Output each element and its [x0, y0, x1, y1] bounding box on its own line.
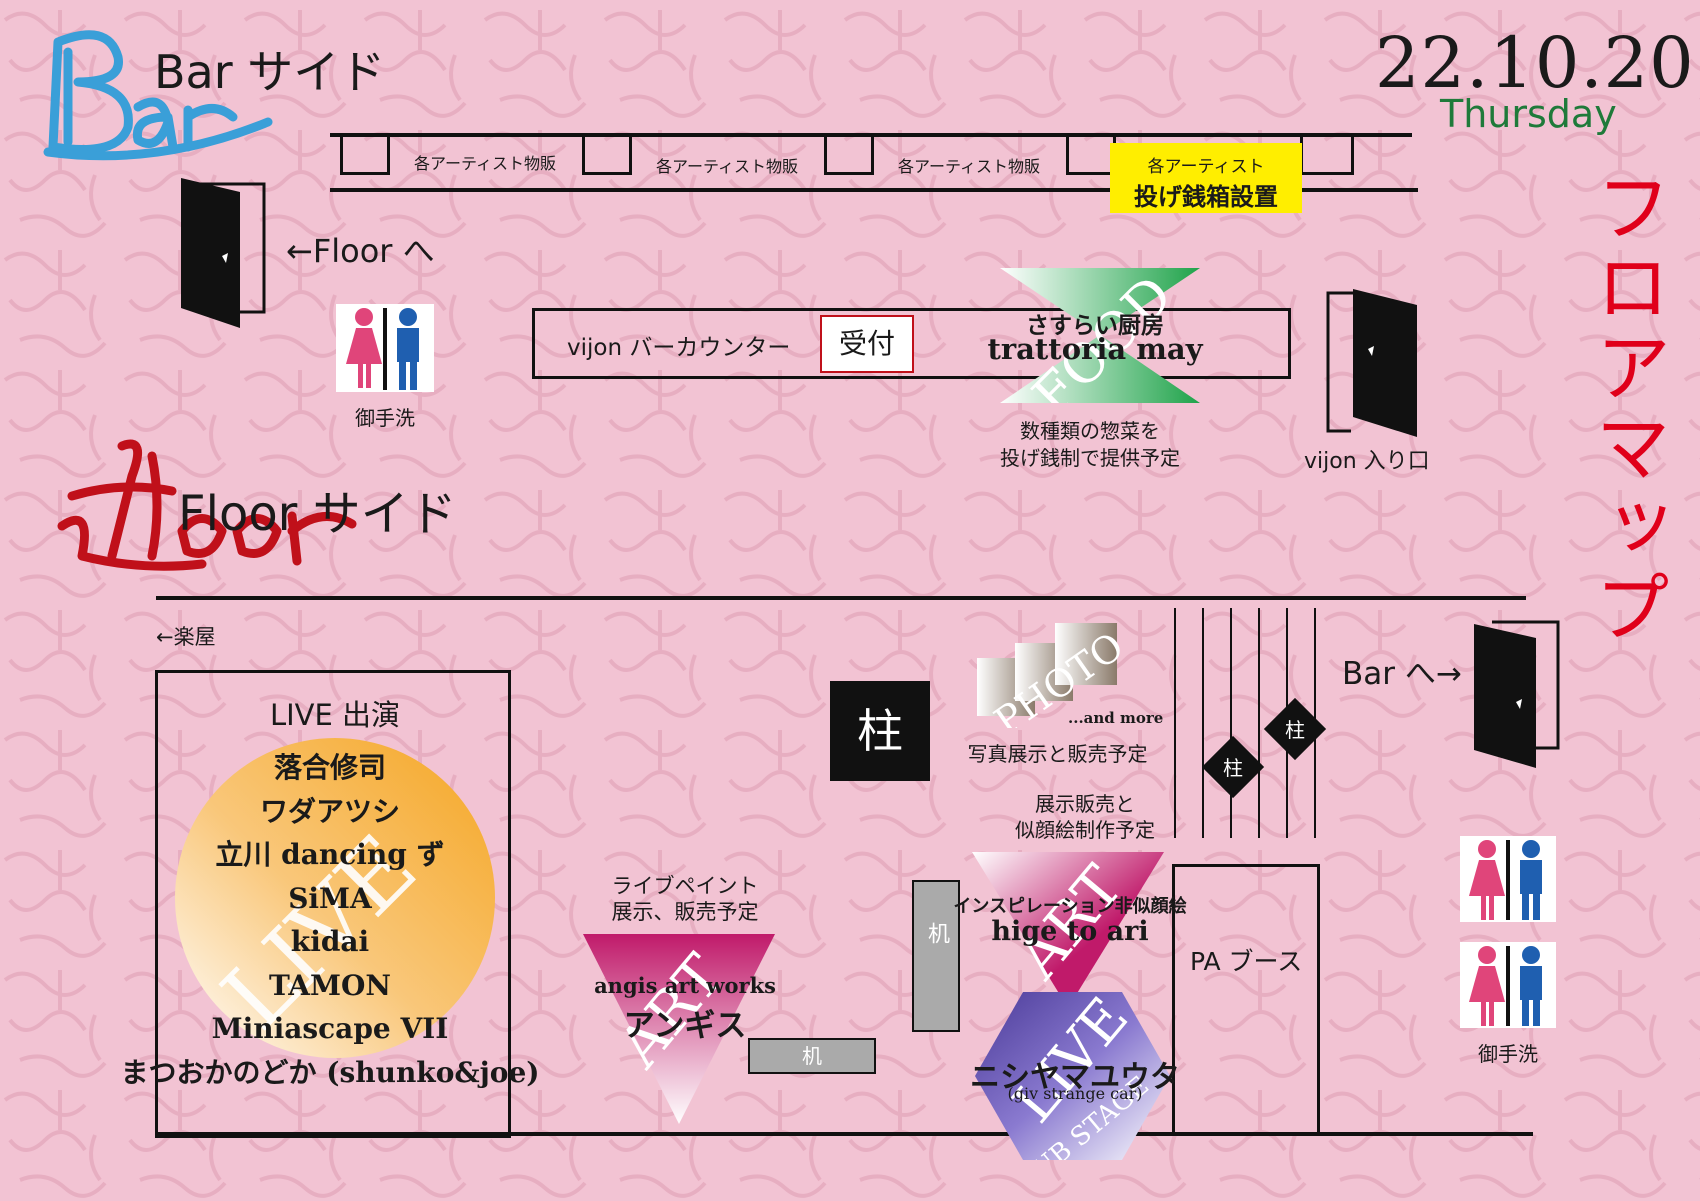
restroom-icon [1469, 946, 1542, 1026]
stall-divider [340, 134, 390, 175]
bar-counter-label: vijon バーカウンター [567, 335, 791, 361]
wall-line [330, 188, 1418, 192]
photo-more: ...and more [1068, 709, 1164, 727]
divider-line [1202, 608, 1204, 838]
food-vendor-name-1: さすらい厨房 [1026, 312, 1164, 339]
food-badge: FOOD [1000, 268, 1200, 403]
floor-side-heading: Floor サイド [178, 486, 457, 542]
photo-badge: PHOTO [977, 623, 1125, 728]
restroom-icon [1469, 840, 1542, 920]
live-badge: LIVE [175, 738, 495, 1058]
merch-stall-3: 各アーティスト物販 [897, 157, 1041, 176]
pillar-diamond-label: 柱 [1223, 756, 1243, 780]
desk: 机 [748, 1038, 876, 1074]
stall-divider [824, 134, 874, 175]
divider-line [1230, 608, 1232, 838]
restroom-sign [1460, 942, 1556, 1028]
bar-counter [532, 308, 1291, 379]
bar-logo [43, 30, 273, 161]
floor-door-label: ←Floor へ [286, 232, 435, 270]
food-vendor-name-2: trattoria may [987, 332, 1203, 366]
door-icon [181, 178, 266, 328]
performer-name: 立川 dancing ず [215, 838, 445, 871]
page-title: フロアマップ [1582, 168, 1671, 648]
live-paint-artist-2: アンギス [623, 1008, 747, 1044]
bar-side-heading: Bar サイド [154, 45, 386, 99]
merch-stall-1: 各アーティスト物販 [413, 154, 557, 173]
entrance-door-icon [1326, 289, 1417, 437]
main-stage [155, 670, 511, 1138]
restroom-icon [346, 308, 419, 390]
restroom-label: 御手洗 [355, 406, 415, 430]
sub-stage-badge: LIVE SUB STAGE [975, 992, 1170, 1160]
wall-line [156, 1132, 1533, 1136]
sub-stage-artist: ニシヤマユウタ [970, 1060, 1180, 1095]
reception-desk: 受付 [820, 315, 914, 373]
restroom-sign [336, 304, 434, 392]
desk-label: 机 [924, 922, 949, 944]
photo-desc: 写真展示と販売予定 [967, 742, 1148, 766]
divider-line [1258, 608, 1260, 838]
sub-stage-artist-sub: (giv strange car) [1007, 1084, 1143, 1103]
event-date: 22.10.20 [1375, 22, 1695, 104]
portrait-artist-1: インスピレーション非似顔絵 [953, 896, 1187, 917]
restroom-sign [1460, 836, 1556, 922]
pa-booth-label: PA ブース [1190, 947, 1303, 976]
dressing-room-label: ←楽屋 [156, 625, 216, 649]
performer-name: まつおかのどか (shunko&joe) [120, 1055, 540, 1089]
portrait-desc-1: 展示販売と [1035, 792, 1135, 816]
performer-name: Miniascape VII [211, 1012, 449, 1045]
art-badge-1: ART [583, 934, 775, 1124]
bar-door-icon [1474, 620, 1560, 768]
restroom-label: 御手洗 [1478, 1042, 1538, 1066]
tip-box-sign: 各アーティスト 投げ銭箱設置 [1110, 143, 1302, 213]
pillar-diamond-label: 柱 [1285, 718, 1305, 742]
entrance-label: vijon 入り口 [1304, 449, 1430, 474]
bar-door-label: Bar へ→ [1342, 656, 1462, 692]
performer-name: SiMA [288, 881, 372, 915]
floor-logo [57, 439, 357, 571]
food-desc-2: 投げ銭制で提供予定 [1000, 446, 1180, 470]
pa-booth [1172, 864, 1320, 1135]
performer-name: kidai [290, 925, 370, 958]
desk: 机 [912, 880, 960, 1032]
tip-box-line2: 投げ銭箱設置 [1134, 183, 1278, 211]
portrait-desc-2: 似顔絵制作予定 [1015, 818, 1155, 842]
performer-name: 落合修司 [273, 751, 386, 784]
portrait-artist-2: hige to ari [991, 916, 1149, 947]
tip-box-line1: 各アーティスト [1147, 157, 1265, 177]
event-weekday: Thursday [1440, 92, 1617, 136]
live-paint-desc-2: 展示、販売予定 [611, 900, 759, 924]
performer-list: 落合修司 ワダアツシ 立川 dancing ず SiMA kidai TAMON… [100, 746, 560, 1094]
performer-name: ワダアツシ [259, 794, 400, 828]
merch-stall-2: 各アーティスト物販 [655, 157, 799, 176]
stall-divider [1066, 134, 1116, 175]
live-stage-heading: LIVE 出演 [269, 698, 401, 732]
performer-name: TAMON [268, 968, 391, 1002]
stall-divider [1300, 134, 1354, 175]
divider-line [1174, 608, 1176, 838]
wall-line [156, 596, 1526, 600]
food-desc-1: 数種類の惣菜を [1020, 419, 1160, 443]
live-paint-desc-1: ライブペイント [611, 874, 759, 898]
live-paint-artist-1: angis art works [594, 973, 776, 998]
stall-divider [582, 134, 632, 175]
art-badge-2: ART [972, 852, 1164, 1008]
pillar: 柱 [830, 681, 930, 781]
